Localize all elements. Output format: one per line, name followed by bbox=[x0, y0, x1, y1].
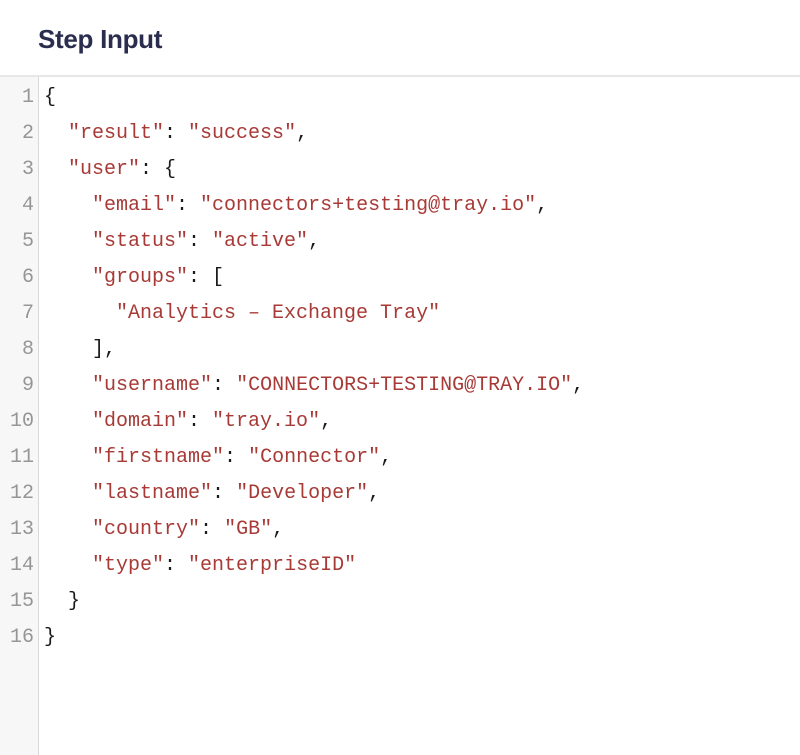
line-number: 10 bbox=[9, 410, 34, 433]
json-punctuation-token: : bbox=[164, 554, 189, 577]
line-number: 16 bbox=[9, 626, 34, 649]
json-punctuation-token: , bbox=[380, 446, 393, 469]
json-punctuation-token: { bbox=[44, 86, 57, 109]
json-string-token: "GB" bbox=[224, 518, 273, 541]
json-string-token: "active" bbox=[212, 230, 309, 253]
json-punctuation-token: , bbox=[296, 122, 309, 145]
json-string-token: "firstname" bbox=[92, 446, 225, 469]
json-string-token: "country" bbox=[92, 518, 201, 541]
json-punctuation-token: : bbox=[176, 194, 201, 217]
json-string-token: "user" bbox=[68, 158, 141, 181]
code-line[interactable]: "username": "CONNECTORS+TESTING@TRAY.IO"… bbox=[44, 368, 800, 404]
line-number: 8 bbox=[21, 338, 34, 361]
code-line[interactable]: "lastname": "Developer", bbox=[44, 476, 800, 512]
json-string-token: "email" bbox=[92, 194, 177, 217]
code-line[interactable]: "Analytics – Exchange Tray" bbox=[44, 296, 800, 332]
code-line[interactable]: "status": "active", bbox=[44, 224, 800, 260]
json-punctuation-token: , bbox=[536, 194, 549, 217]
json-punctuation-token bbox=[44, 410, 92, 433]
json-punctuation-token: ], bbox=[44, 338, 117, 361]
json-punctuation-token: : bbox=[200, 518, 225, 541]
json-punctuation-token bbox=[44, 302, 116, 325]
json-string-token: "Developer" bbox=[236, 482, 369, 505]
json-punctuation-token: : bbox=[164, 122, 189, 145]
line-number: 6 bbox=[21, 266, 34, 289]
code-line[interactable]: ], bbox=[44, 332, 800, 368]
code-line[interactable]: "user": { bbox=[44, 152, 800, 188]
line-number: 1 bbox=[21, 86, 34, 109]
code-line[interactable]: } bbox=[44, 584, 800, 620]
code-line[interactable]: "country": "GB", bbox=[44, 512, 800, 548]
json-punctuation-token: , bbox=[308, 230, 321, 253]
json-punctuation-token bbox=[44, 194, 92, 217]
json-string-token: "connectors+testing@tray.io" bbox=[200, 194, 537, 217]
json-string-token: "result" bbox=[68, 122, 165, 145]
code-line[interactable]: { bbox=[44, 80, 800, 116]
line-number: 12 bbox=[9, 482, 34, 505]
json-punctuation-token: : bbox=[188, 410, 213, 433]
json-punctuation-token bbox=[44, 518, 92, 541]
json-punctuation-token: : bbox=[212, 482, 237, 505]
json-string-token: "Connector" bbox=[248, 446, 381, 469]
line-number: 15 bbox=[9, 590, 34, 613]
json-punctuation-token bbox=[44, 122, 68, 145]
json-string-token: "CONNECTORS+TESTING@TRAY.IO" bbox=[236, 374, 573, 397]
page-title: Step Input bbox=[38, 24, 163, 54]
json-punctuation-token bbox=[44, 266, 92, 289]
json-punctuation-token bbox=[44, 230, 92, 253]
code-line[interactable]: "groups": [ bbox=[44, 260, 800, 296]
code-line[interactable]: "domain": "tray.io", bbox=[44, 404, 800, 440]
json-punctuation-token: : { bbox=[140, 158, 177, 181]
json-punctuation-token bbox=[44, 158, 68, 181]
json-punctuation-token: , bbox=[368, 482, 381, 505]
json-punctuation-token: : bbox=[212, 374, 237, 397]
json-string-token: "groups" bbox=[92, 266, 189, 289]
json-punctuation-token: } bbox=[44, 590, 81, 613]
json-punctuation-token: , bbox=[572, 374, 585, 397]
json-string-token: "type" bbox=[92, 554, 165, 577]
json-string-token: "lastname" bbox=[92, 482, 213, 505]
json-string-token: "status" bbox=[92, 230, 189, 253]
json-punctuation-token: } bbox=[44, 626, 57, 649]
line-number: 2 bbox=[21, 122, 34, 145]
line-number: 13 bbox=[9, 518, 34, 541]
line-number: 5 bbox=[21, 230, 34, 253]
json-string-token: "username" bbox=[92, 374, 213, 397]
code-line[interactable]: "firstname": "Connector", bbox=[44, 440, 800, 476]
line-number: 3 bbox=[21, 158, 34, 181]
json-punctuation-token: : [ bbox=[188, 266, 225, 289]
panel-header: Step Input bbox=[0, 0, 800, 75]
json-string-token: "success" bbox=[188, 122, 297, 145]
json-punctuation-token bbox=[44, 482, 92, 505]
json-punctuation-token: , bbox=[272, 518, 285, 541]
json-punctuation-token bbox=[44, 554, 92, 577]
line-number: 11 bbox=[9, 446, 34, 469]
line-number: 9 bbox=[21, 374, 34, 397]
code-line[interactable]: } bbox=[44, 620, 800, 656]
json-punctuation-token bbox=[44, 446, 92, 469]
code-line[interactable]: "type": "enterpriseID" bbox=[44, 548, 800, 584]
code-content[interactable]: { "result": "success", "user": { "email"… bbox=[39, 77, 800, 755]
json-string-token: "tray.io" bbox=[212, 410, 321, 433]
json-punctuation-token: : bbox=[224, 446, 249, 469]
line-number: 4 bbox=[21, 194, 34, 217]
line-number: 14 bbox=[9, 554, 34, 577]
json-punctuation-token: : bbox=[188, 230, 213, 253]
json-punctuation-token: , bbox=[320, 410, 333, 433]
json-string-token: "domain" bbox=[92, 410, 189, 433]
code-line[interactable]: "email": "connectors+testing@tray.io", bbox=[44, 188, 800, 224]
json-string-token: "enterpriseID" bbox=[188, 554, 357, 577]
line-number: 7 bbox=[21, 302, 34, 325]
json-string-token: "Analytics – Exchange Tray" bbox=[116, 302, 441, 325]
json-punctuation-token bbox=[44, 374, 92, 397]
code-line[interactable]: "result": "success", bbox=[44, 116, 800, 152]
